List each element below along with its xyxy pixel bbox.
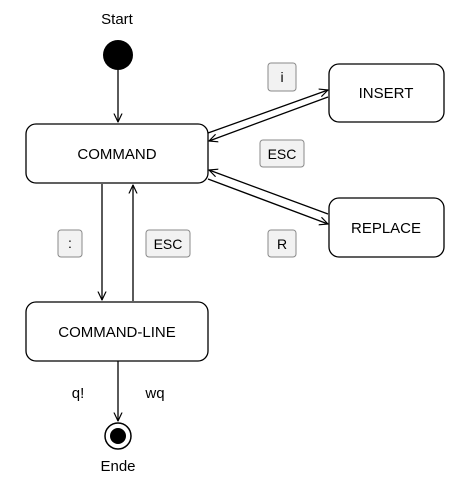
exit-wq-label: wq (144, 385, 164, 402)
key-i-label: i (280, 69, 283, 85)
state-command-line (25, 301, 209, 362)
edge-replace-to-command (209, 170, 329, 215)
final-node-core (110, 428, 126, 444)
edge-command-to-insert (207, 90, 328, 134)
key-esc-command-line-label: ESC (154, 236, 183, 252)
edge-insert-to-command (209, 96, 329, 141)
start-label: Start (101, 11, 134, 28)
key-r-label: R (277, 236, 287, 252)
key-colon-label: : (68, 235, 72, 251)
key-r-badge: R (267, 229, 297, 258)
initial-node (103, 40, 133, 70)
end-label: Ende (100, 458, 135, 475)
state-replace-label: REPLACE (351, 220, 421, 237)
state-command-label: COMMAND (77, 146, 156, 163)
state-insert-label: INSERT (359, 85, 414, 102)
key-esc-insert-label: ESC (268, 146, 297, 162)
key-esc-command-line-badge: ESC (145, 229, 191, 258)
state-command-line-label: COMMAND-LINE (58, 324, 176, 341)
key-esc-insert-badge: ESC (259, 139, 305, 168)
key-i-badge: i (267, 62, 297, 92)
state-replace (328, 197, 445, 258)
edge-command-to-replace (207, 178, 328, 224)
exit-q-label: q! (72, 385, 85, 402)
key-colon-badge: : (57, 229, 83, 258)
state-command (25, 123, 209, 184)
